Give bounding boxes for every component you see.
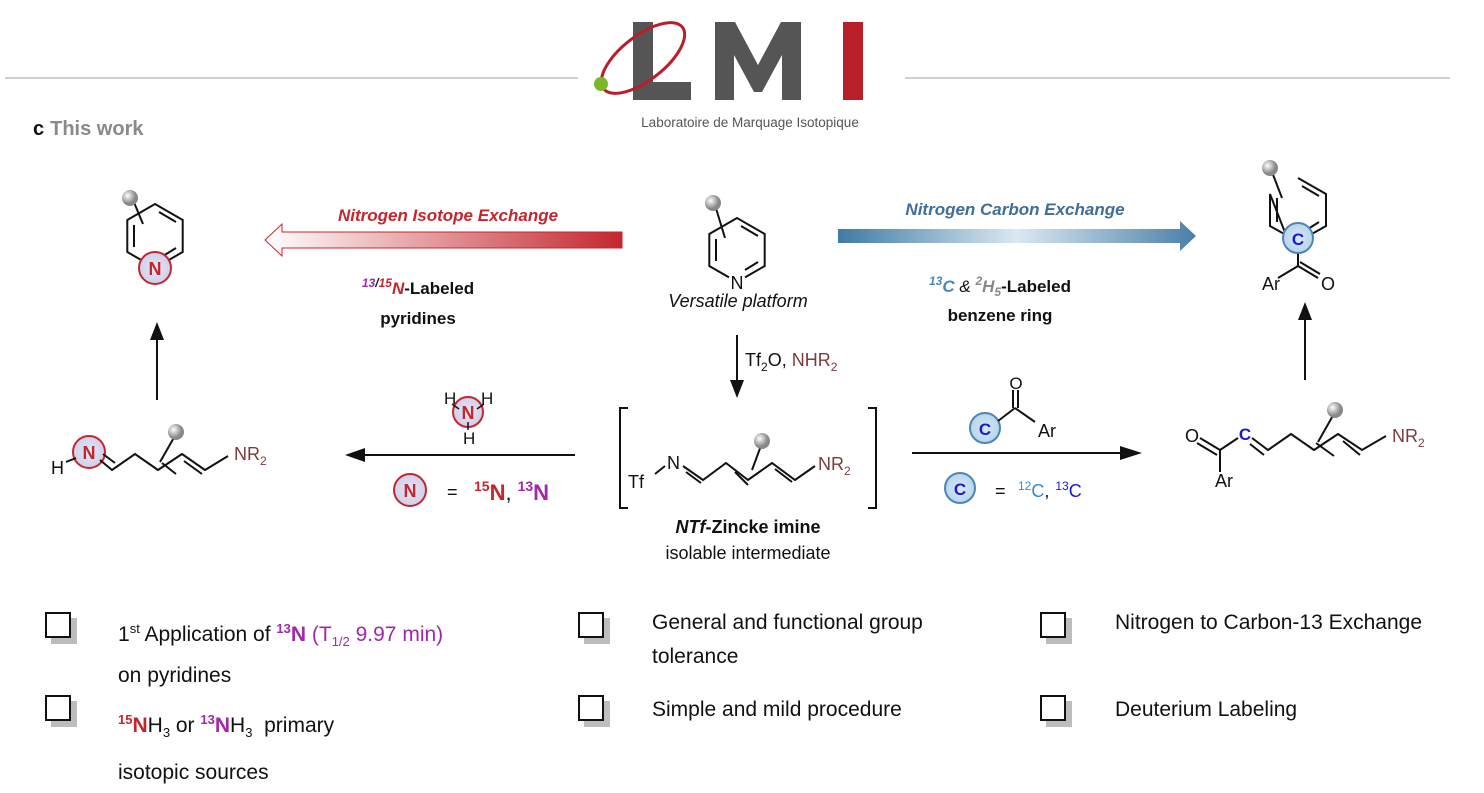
svg-text:NR2: NR2: [1392, 426, 1425, 450]
nce-product-line2: benzene ring: [948, 306, 1053, 325]
substituent-ball-icon: [168, 424, 184, 440]
labeled-benzene-product: C Ar O: [1262, 160, 1335, 294]
logo-subtitle: Laboratoire de Marquage Isotopique: [641, 115, 859, 130]
nitrogen-carbon-exchange-label: Nitrogen Carbon Exchange: [905, 200, 1124, 219]
zincke-imine-name: NTf-Zincke imine: [675, 517, 820, 537]
zincke-imine-subtitle: isolable intermediate: [665, 543, 830, 563]
svg-text:12C,13C: 12C,13C: [1018, 479, 1082, 501]
versatile-platform-label: Versatile platform: [668, 291, 807, 311]
labeled-nitrogen-legend: N = 15N,13N: [393, 473, 549, 507]
svg-text:O: O: [1321, 274, 1335, 294]
nitrogen-isotope-exchange-arrow: [264, 222, 623, 258]
svg-text:H: H: [444, 389, 456, 408]
svg-text:N: N: [149, 259, 162, 279]
ketone-reaction-arrow: [912, 446, 1142, 460]
svg-text:15N,13N: 15N,13N: [474, 478, 549, 505]
substituent-ball-icon: [705, 195, 721, 211]
svg-text:Ar: Ar: [1038, 421, 1056, 441]
svg-text:=: =: [995, 481, 1006, 501]
svg-text:Ar: Ar: [1262, 274, 1280, 294]
labeled-pyridine-product: N: [122, 190, 184, 285]
feature-simple-mild: Simple and mild procedure: [652, 698, 902, 721]
svg-text:C: C: [1239, 425, 1251, 444]
feature-checkbox[interactable]: [1040, 612, 1066, 638]
reaction-arrow-down: [730, 335, 744, 398]
svg-text:H: H: [463, 429, 475, 448]
svg-text:N: N: [83, 443, 96, 463]
aryl-ketone-reagent: O Ar C: [969, 374, 1056, 444]
nce-product-label: 13C & 2H5-Labeled: [929, 274, 1071, 299]
substituent-ball-icon: [1327, 402, 1343, 418]
svg-text:O: O: [1185, 426, 1199, 446]
svg-text:N: N: [731, 273, 744, 293]
nie-product-line2: pyridines: [380, 309, 456, 328]
svg-text:=: =: [447, 482, 458, 502]
svg-text:C: C: [1292, 230, 1304, 249]
svg-text:Ar: Ar: [1215, 471, 1233, 491]
feature-13n-application: 1st Application of 13N (T1/2 9.97 min)on…: [118, 621, 444, 688]
feature-checkbox[interactable]: [578, 695, 604, 721]
atom-nr2: NR2: [818, 454, 851, 478]
nitrogen-isotope-exchange-label: Nitrogen Isotope Exchange: [338, 206, 558, 225]
atom-n: N: [667, 453, 680, 473]
nie-product-label: 13/15N-Labeled: [362, 276, 474, 298]
ammonia-molecule: H H H N: [444, 389, 493, 448]
nitrogen-carbon-exchange-arrow: [838, 221, 1196, 251]
ntf-zincke-imine: [619, 407, 877, 509]
feature-nitrogen-to-carbon-13: Nitrogen to Carbon-13 Exchange: [1115, 611, 1423, 634]
keto-triene-intermediate: O C Ar NR2: [1185, 402, 1425, 491]
svg-text:N: N: [404, 481, 417, 501]
step1-reagents: Tf2O, NHR2: [745, 350, 838, 374]
starting-pyridine: N: [705, 195, 766, 293]
atom-tf: Tf: [628, 472, 645, 492]
feature-checkbox[interactable]: [1040, 695, 1066, 721]
svg-text:C: C: [979, 420, 991, 439]
svg-text:H: H: [51, 458, 64, 478]
feature-checkbox[interactable]: [45, 695, 71, 721]
feature-deuterium-labeling: Deuterium Labeling: [1115, 698, 1298, 721]
labeled-zincke-intermediate: H N NR2: [51, 424, 267, 478]
substituent-ball-icon: [1262, 160, 1278, 176]
reaction-arrow-up-left: [150, 322, 164, 400]
substituent-ball-icon: [754, 433, 770, 449]
substituent-ball-icon: [122, 190, 138, 206]
svg-text:NR2: NR2: [234, 444, 267, 468]
svg-text:O: O: [1009, 374, 1022, 393]
svg-text:C: C: [954, 480, 966, 499]
feature-checkbox[interactable]: [578, 612, 604, 638]
feature-checkbox[interactable]: [45, 612, 71, 638]
reaction-arrow-up-right: [1298, 302, 1312, 380]
ammonia-reaction-arrow: [345, 448, 575, 462]
labeled-carbon-legend: C = 12C,13C: [944, 472, 1082, 504]
lmi-logo: Laboratoire de Marquage Isotopique: [594, 21, 863, 130]
svg-text:H: H: [481, 389, 493, 408]
svg-text:N: N: [462, 403, 475, 423]
